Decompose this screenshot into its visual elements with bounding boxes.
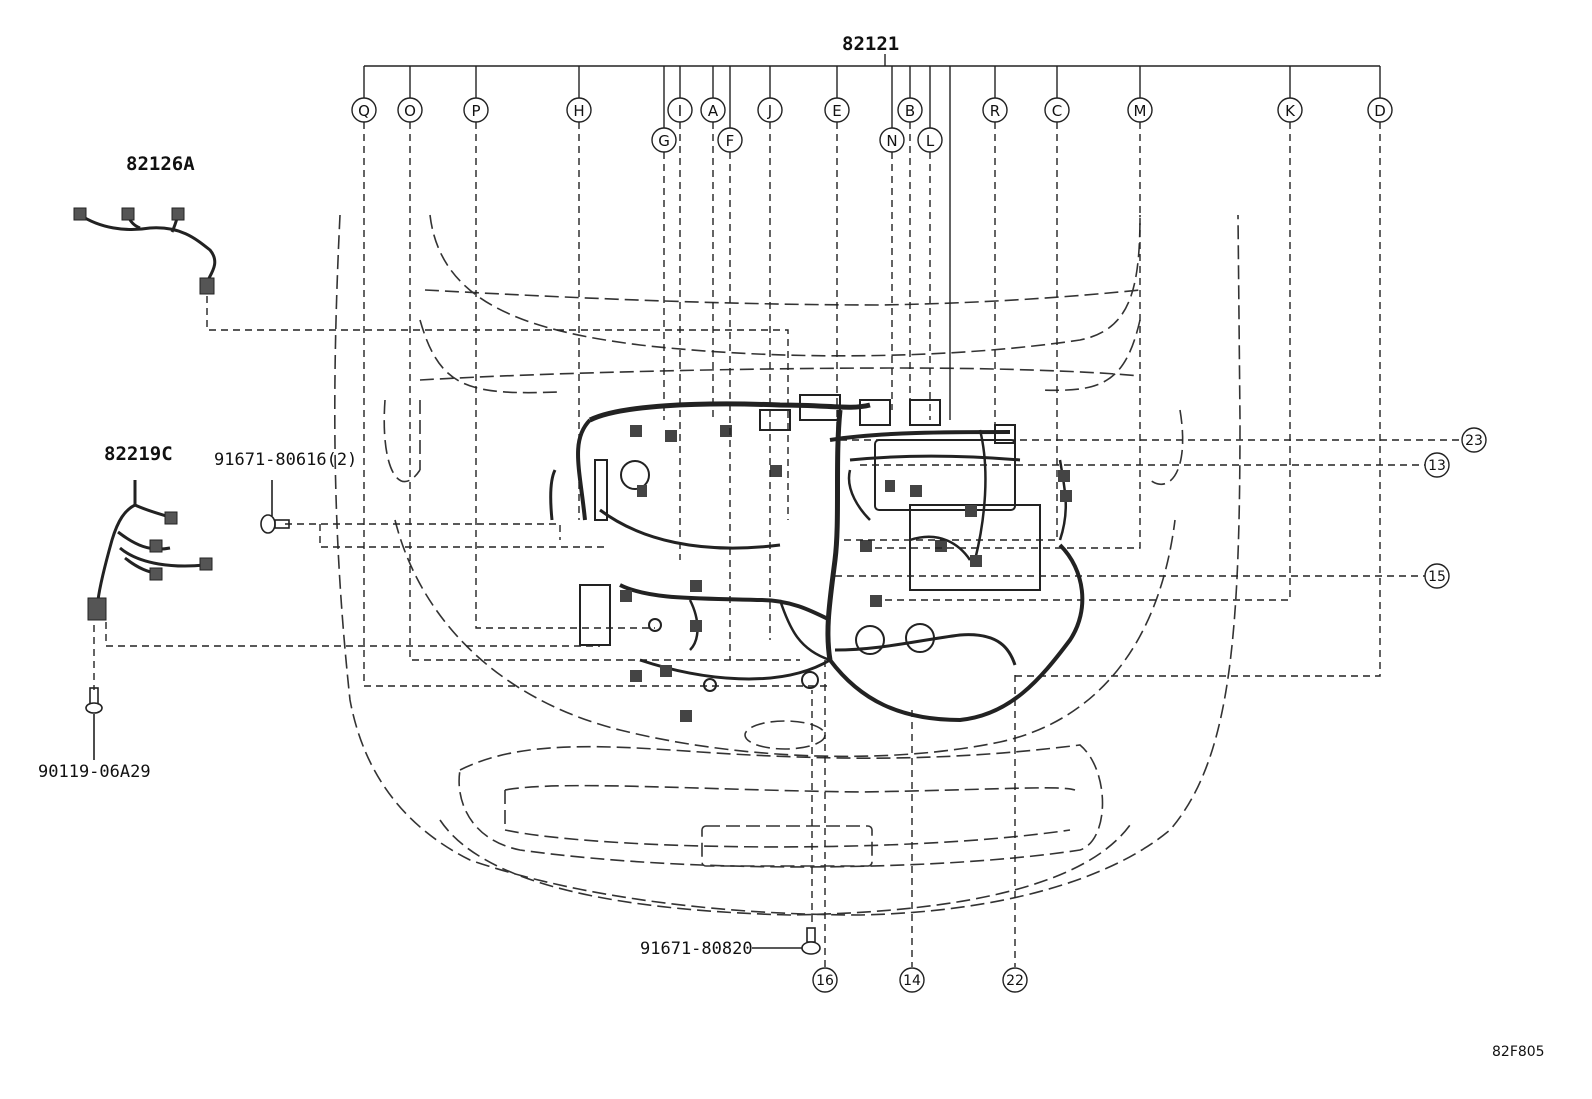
callout-j: J bbox=[767, 102, 772, 120]
callout-k: K bbox=[1285, 102, 1296, 120]
letter-callouts bbox=[351, 97, 1393, 153]
part-label-82219c: 82219C bbox=[104, 443, 173, 465]
callout-b: B bbox=[905, 102, 915, 120]
engine-harness-drawing bbox=[549, 394, 1085, 723]
callout-e: E bbox=[832, 102, 841, 120]
callout-i: I bbox=[678, 102, 682, 120]
part-label-bolt-c: 90119-06A29 bbox=[38, 762, 151, 782]
callout-d: D bbox=[1374, 102, 1386, 120]
diagram-code: 82F805 bbox=[1492, 1044, 1545, 1060]
harness-82219c-connectors bbox=[87, 511, 213, 621]
callout-r: R bbox=[990, 102, 1000, 120]
callout-16: 16 bbox=[816, 973, 834, 989]
callout-g: G bbox=[658, 132, 670, 150]
callout-h: H bbox=[573, 102, 584, 120]
number-callouts bbox=[812, 427, 1487, 993]
harness-connectors bbox=[620, 425, 1072, 722]
callout-q: Q bbox=[358, 102, 370, 120]
callout-l: L bbox=[926, 132, 935, 150]
callout-m: M bbox=[1134, 102, 1147, 120]
callout-o: O bbox=[404, 102, 416, 120]
number-callout-labels: 23 13 15 16 14 22 bbox=[816, 433, 1483, 989]
callout-13: 13 bbox=[1428, 458, 1446, 474]
callout-p: P bbox=[471, 102, 480, 120]
part-label-bolt-b: 91671-80820 bbox=[640, 939, 753, 959]
part-label-82121: 82121 bbox=[842, 33, 899, 55]
callout-23: 23 bbox=[1465, 433, 1483, 449]
callout-14: 14 bbox=[903, 973, 921, 989]
harness-82126a-connectors bbox=[73, 207, 215, 295]
callout-15: 15 bbox=[1428, 569, 1446, 585]
callout-a: A bbox=[708, 102, 719, 120]
part-label-82126a: 82126A bbox=[126, 153, 195, 175]
callout-f: F bbox=[726, 132, 735, 150]
harness-82126a-drawing bbox=[79, 213, 217, 283]
leader-lines bbox=[93, 54, 1462, 967]
callout-c: C bbox=[1052, 102, 1062, 120]
vehicle-body-outline bbox=[333, 214, 1241, 916]
callout-n: N bbox=[886, 132, 897, 150]
letter-callout-labels: Q O P H G I A F J E N B L R C M K D bbox=[358, 102, 1386, 150]
bolt-90119-06a29-drawing bbox=[85, 687, 103, 760]
bolt-91671-80820-drawing bbox=[752, 927, 821, 955]
callout-22: 22 bbox=[1006, 973, 1024, 989]
bolt-91671-80616-drawing bbox=[260, 480, 290, 534]
part-label-bolt-a: 91671-80616(2) bbox=[214, 450, 357, 470]
